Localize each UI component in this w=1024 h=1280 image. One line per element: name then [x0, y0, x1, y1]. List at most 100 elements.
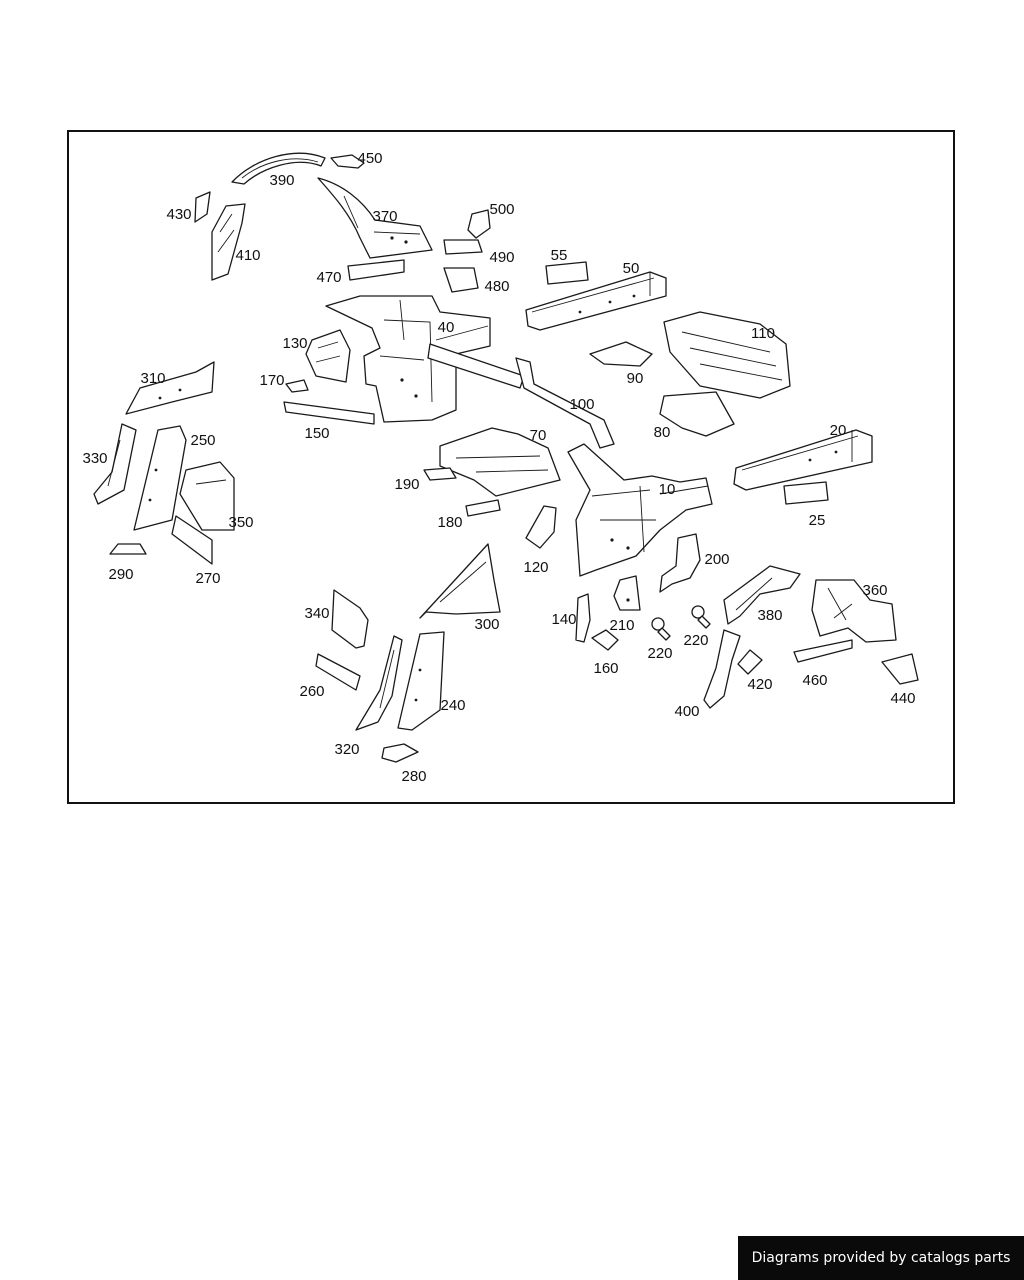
part-130-panel[interactable] [305, 329, 351, 383]
callout-420[interactable]: 420 [747, 676, 772, 693]
callout-370[interactable]: 370 [372, 208, 397, 225]
part-400-pillar[interactable] [703, 629, 741, 709]
callout-90[interactable]: 90 [627, 370, 644, 387]
part-470-strip[interactable] [347, 259, 405, 281]
callout-20[interactable]: 20 [830, 422, 847, 439]
part-440-bracket[interactable] [881, 653, 919, 685]
part-80-panel[interactable] [659, 391, 735, 437]
part-250-pillar[interactable] [133, 425, 187, 531]
part-490-bracket[interactable] [443, 239, 483, 255]
callout-440[interactable]: 440 [890, 690, 915, 707]
callout-100[interactable]: 100 [569, 396, 594, 413]
callout-140[interactable]: 140 [551, 611, 576, 628]
part-460-strip[interactable] [793, 639, 853, 663]
part-310-panel[interactable] [125, 361, 215, 415]
callout-470[interactable]: 470 [316, 269, 341, 286]
callout-490[interactable]: 490 [489, 249, 514, 266]
part-500-bracket[interactable] [467, 209, 491, 239]
callout-240[interactable]: 240 [440, 697, 465, 714]
callout-220a[interactable]: 220 [683, 632, 708, 649]
part-280-clip[interactable] [381, 743, 419, 763]
part-220-bolt-lower[interactable] [651, 617, 671, 641]
callout-360[interactable]: 360 [862, 582, 887, 599]
part-170-clip[interactable] [285, 379, 309, 393]
callout-300[interactable]: 300 [474, 616, 499, 633]
part-260-panel[interactable] [315, 653, 361, 691]
part-10-rear-end[interactable] [567, 443, 713, 577]
callout-130[interactable]: 130 [282, 335, 307, 352]
callout-480[interactable]: 480 [484, 278, 509, 295]
part-390-wheel-arch[interactable] [231, 152, 326, 185]
callout-310[interactable]: 310 [140, 370, 165, 387]
part-410-pillar[interactable] [211, 203, 246, 281]
part-150-sill[interactable] [283, 401, 375, 425]
part-40-rear-structure[interactable] [325, 295, 525, 423]
callout-220b[interactable]: 220 [647, 645, 672, 662]
callout-390[interactable]: 390 [269, 172, 294, 189]
part-450-bracket[interactable] [330, 154, 365, 169]
callout-250[interactable]: 250 [190, 432, 215, 449]
part-330-pillar[interactable] [93, 423, 137, 505]
callout-320[interactable]: 320 [334, 741, 359, 758]
part-90-bracket[interactable] [589, 341, 653, 367]
callout-210[interactable]: 210 [609, 617, 634, 634]
diagram-frame: 450 390 430 410 370 500 490 470 480 55 50 40 130 110 9… [67, 130, 955, 804]
part-430-plate[interactable] [194, 191, 211, 223]
part-290-clip[interactable] [109, 543, 147, 555]
part-100-member[interactable] [515, 357, 615, 449]
callout-190[interactable]: 190 [394, 476, 419, 493]
part-360-bracket[interactable] [811, 579, 897, 643]
callout-270[interactable]: 270 [195, 570, 220, 587]
callout-280[interactable]: 280 [401, 768, 426, 785]
part-190-bracket[interactable] [423, 467, 457, 481]
callout-460[interactable]: 460 [802, 672, 827, 689]
callout-340[interactable]: 340 [304, 605, 329, 622]
part-55-pad[interactable] [545, 261, 589, 285]
part-350-panel[interactable] [179, 461, 235, 531]
callout-160[interactable]: 160 [593, 660, 618, 677]
part-380-panel[interactable] [723, 565, 801, 625]
part-25-pad[interactable] [783, 481, 829, 505]
callout-170[interactable]: 170 [259, 372, 284, 389]
callout-110[interactable]: 110 [751, 325, 775, 342]
callout-10[interactable]: 10 [659, 481, 676, 498]
part-110-floor-panel[interactable] [663, 311, 791, 399]
callout-200[interactable]: 200 [704, 551, 729, 568]
callout-260[interactable]: 260 [299, 683, 324, 700]
part-420-bracket[interactable] [737, 649, 763, 675]
callout-25[interactable]: 25 [809, 512, 826, 529]
part-20-rail[interactable] [733, 429, 873, 491]
part-160-clip[interactable] [591, 629, 619, 651]
part-320-pillar[interactable] [355, 635, 403, 731]
part-370-inner-arch[interactable] [317, 177, 433, 259]
part-180-bracket[interactable] [465, 499, 501, 517]
callout-430[interactable]: 430 [166, 206, 191, 223]
callout-150[interactable]: 150 [304, 425, 329, 442]
callout-40[interactable]: 40 [438, 319, 455, 336]
part-270-panel[interactable] [171, 515, 213, 565]
part-200-bracket[interactable] [659, 533, 701, 593]
part-480-bracket[interactable] [443, 267, 479, 293]
callout-50[interactable]: 50 [623, 260, 640, 277]
callout-80[interactable]: 80 [654, 424, 671, 441]
callout-400[interactable]: 400 [674, 703, 699, 720]
part-340-panel[interactable] [331, 589, 369, 649]
part-210-bracket[interactable] [613, 575, 641, 611]
callout-500[interactable]: 500 [489, 201, 514, 218]
callout-380[interactable]: 380 [757, 607, 782, 624]
callout-410[interactable]: 410 [235, 247, 260, 264]
callout-180[interactable]: 180 [437, 514, 462, 531]
part-120-bracket[interactable] [525, 505, 557, 549]
callout-330[interactable]: 330 [82, 450, 107, 467]
part-220-bolt-upper[interactable] [691, 605, 711, 629]
part-140-bracket[interactable] [575, 593, 591, 643]
callout-450[interactable]: 450 [357, 150, 382, 167]
callout-55[interactable]: 55 [551, 247, 568, 264]
part-240-pillar[interactable] [397, 631, 445, 731]
callout-70[interactable]: 70 [530, 427, 547, 444]
callout-350[interactable]: 350 [228, 514, 253, 531]
part-50-rail[interactable] [525, 271, 667, 331]
callout-290[interactable]: 290 [108, 566, 133, 583]
callout-120[interactable]: 120 [523, 559, 548, 576]
part-300-panel[interactable] [419, 543, 501, 619]
